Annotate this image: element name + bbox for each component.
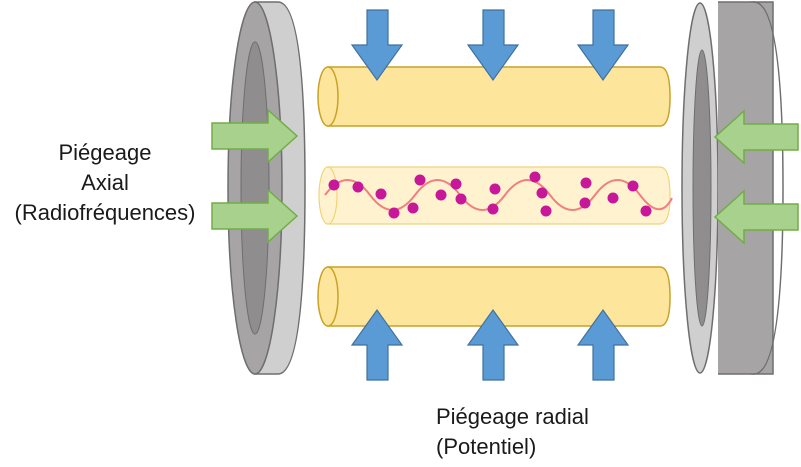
axial-arrows-left: [211, 108, 299, 244]
ion: [450, 178, 462, 190]
axial-arrows-right: [713, 109, 799, 245]
ion: [536, 187, 548, 199]
ion-trajectory-wave: [324, 179, 673, 211]
ion: [640, 205, 652, 217]
ion: [627, 180, 639, 192]
ion: [435, 189, 447, 201]
left-ring-electrode: [227, 1, 306, 375]
down-arrow-icon: [466, 9, 520, 82]
ion: [352, 181, 364, 193]
ion: [607, 192, 619, 204]
down-arrow-icon: [350, 9, 404, 82]
bottom-rod: [317, 266, 671, 327]
axial-label-line3: (Radiofréquences): [14, 200, 196, 225]
ions: [328, 171, 652, 219]
down-arrow-icon: [576, 9, 630, 82]
ion: [489, 183, 501, 195]
right-arrow-icon: [211, 188, 299, 244]
axial-trapping-label: Piégeage Axial (Radiofréquences): [0, 138, 210, 228]
left-ring-hole: [240, 41, 270, 335]
ion: [328, 179, 340, 191]
radial-label-line2: (Potentiel): [436, 434, 537, 459]
axial-label-line2: Axial: [81, 170, 129, 195]
axial-label-line1: Piégeage: [58, 140, 152, 165]
radial-label-line1: Piégeage radial: [436, 404, 589, 429]
ion: [414, 174, 426, 186]
ion: [540, 205, 552, 217]
radial-arrows-bottom: [350, 308, 630, 381]
radial-arrows-top: [350, 9, 630, 82]
right-arrow-icon: [211, 108, 299, 164]
ion: [455, 193, 467, 205]
ion: [388, 207, 400, 219]
ion: [375, 188, 387, 200]
ion: [579, 197, 591, 209]
ion: [407, 202, 419, 214]
up-arrow-icon: [466, 308, 520, 381]
radial-trapping-label: Piégeage radial (Potentiel): [436, 402, 589, 462]
ion: [529, 171, 541, 183]
right-ring-hole: [692, 49, 712, 327]
right-ring-electrode: [681, 1, 784, 375]
up-arrow-icon: [350, 308, 404, 381]
top-rod: [317, 66, 671, 127]
ion: [580, 177, 592, 189]
ion: [487, 203, 499, 215]
left-arrow-icon: [713, 189, 799, 245]
left-arrow-icon: [713, 109, 799, 165]
up-arrow-icon: [576, 308, 630, 381]
